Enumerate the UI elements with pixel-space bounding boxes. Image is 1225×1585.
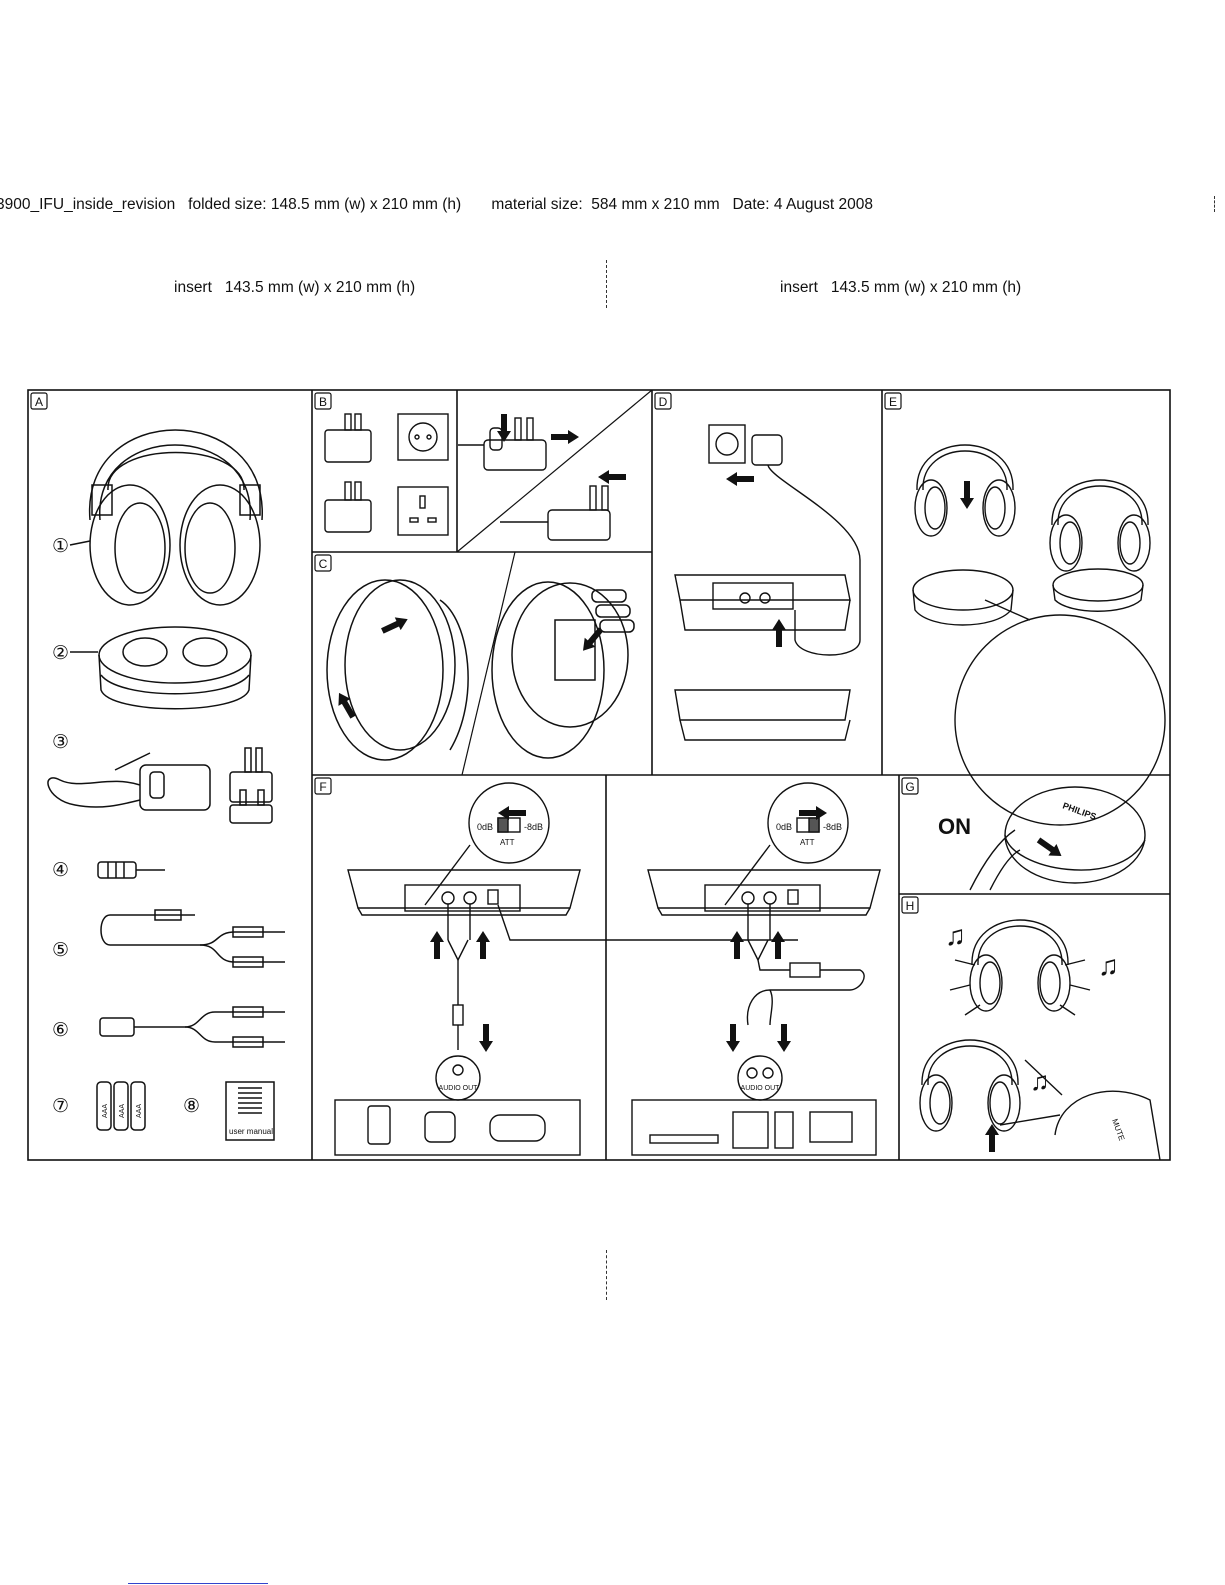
panel-grid <box>27 389 1171 1161</box>
panel-label-d: D <box>659 395 668 409</box>
arrow-up-icon <box>771 931 785 959</box>
battery-label-3: AAA <box>136 1104 143 1118</box>
panel-label-h: H <box>906 899 915 913</box>
user-manual-icon <box>225 1081 275 1141</box>
item-number-1: ① <box>52 536 69 557</box>
item-number-2: ② <box>52 643 69 664</box>
panel-label-c: C <box>319 557 328 571</box>
insert-size-right: insert 143.5 mm (w) x 210 mm (h) <box>780 279 1022 296</box>
arrow-open-icon <box>379 612 411 638</box>
mute-note-icon: ♫ <box>1030 1066 1050 1096</box>
item-number-6: ⑥ <box>52 1020 69 1041</box>
headphones-icon <box>89 429 263 606</box>
item-number-8: ⑧ <box>183 1096 200 1117</box>
att-8db-right: -8dB <box>823 822 842 832</box>
panel-label-e: E <box>889 395 897 409</box>
arrow-down-icon <box>479 1024 493 1052</box>
fold-line-bottom <box>606 1250 607 1300</box>
panel-a-contents <box>47 429 285 1141</box>
panel-c-batteries <box>326 579 635 761</box>
brand-label: PHILIPS <box>1061 800 1097 821</box>
att-8db-left: -8dB <box>524 822 543 832</box>
audio-cable-icon <box>100 909 285 968</box>
folded-size: folded size: 148.5 mm (w) x 210 mm (h) <box>188 196 462 213</box>
power-adaptor-icon <box>47 747 273 824</box>
charging-base-icon <box>98 626 252 710</box>
arrow-up-icon <box>476 931 490 959</box>
arrow-down-icon <box>960 481 974 509</box>
print-spec-header: 3900_IFU_inside_revision folded size: 14… <box>0 196 873 214</box>
music-note-icon-right: ♫ <box>1098 950 1119 981</box>
arrow-up-icon <box>730 931 744 959</box>
panel-label-a: A <box>35 395 43 409</box>
att-0db-left: 0dB <box>477 822 493 832</box>
item-number-5: ⑤ <box>52 940 69 961</box>
panel-f-left-setup <box>334 782 606 1156</box>
item-number-3: ③ <box>52 732 69 753</box>
music-note-icon-left: ♫ <box>945 920 966 951</box>
extension-cable-icon <box>99 1006 285 1048</box>
material-size: material size: 584 mm x 210 mm <box>491 196 720 213</box>
arrow-left-icon <box>726 472 754 486</box>
right-fold-mark <box>1214 196 1215 212</box>
music-note-icons: ♫ ♫ ♫ <box>945 920 1119 1096</box>
panel-labels <box>30 392 919 914</box>
panel-label-b: B <box>319 395 327 409</box>
print-date: Date: 4 August 2008 <box>732 196 874 213</box>
arrow-up-icon <box>430 931 444 959</box>
panel-g-power <box>969 786 1146 891</box>
panel-h-mute <box>919 919 1161 1161</box>
battery-label-2: AAA <box>119 1104 126 1118</box>
arrow-left-icon <box>598 470 626 484</box>
user-manual-label: user manual <box>229 1127 273 1136</box>
audio-out-label-right: AUDIO OUT <box>741 1085 781 1092</box>
panel-label-g: G <box>905 780 914 794</box>
arrow-right-icon <box>551 430 579 444</box>
panel-d-connection <box>674 424 861 741</box>
arrow-up-icon <box>772 619 786 647</box>
audio-out-label-left: AUDIO OUT <box>439 1085 479 1092</box>
panel-b-plugs <box>324 413 611 541</box>
item-number-7: ⑦ <box>52 1096 69 1117</box>
panel-label-f: F <box>319 780 326 794</box>
batteries-icon <box>96 1081 146 1131</box>
fold-line-top <box>606 260 607 308</box>
jack-adaptor-icon <box>97 861 165 879</box>
item-numbers: ① ② ③ ④ ⑤ ⑥ ⑦ ⑧ <box>52 536 200 1117</box>
att-0db-right: 0dB <box>776 822 792 832</box>
arrow-slide-icon <box>1034 834 1066 862</box>
panel-e-docking <box>912 444 1166 826</box>
bottom-link-underline <box>128 1583 268 1584</box>
att-label-left: ATT <box>500 838 515 847</box>
file-name: 3900_IFU_inside_revision <box>0 196 176 213</box>
arrow-down-icon <box>777 1024 791 1052</box>
on-label: ON <box>938 814 971 839</box>
insert-size-left: insert 143.5 mm (w) x 210 mm (h) <box>174 279 416 296</box>
mute-button-label: MUTE <box>1110 1118 1126 1142</box>
item-number-4: ④ <box>52 860 69 881</box>
battery-label-1: AAA <box>102 1104 109 1118</box>
att-label-right: ATT <box>800 838 815 847</box>
arrow-down-icon <box>726 1024 740 1052</box>
panel-f-right-setup <box>606 782 881 1156</box>
